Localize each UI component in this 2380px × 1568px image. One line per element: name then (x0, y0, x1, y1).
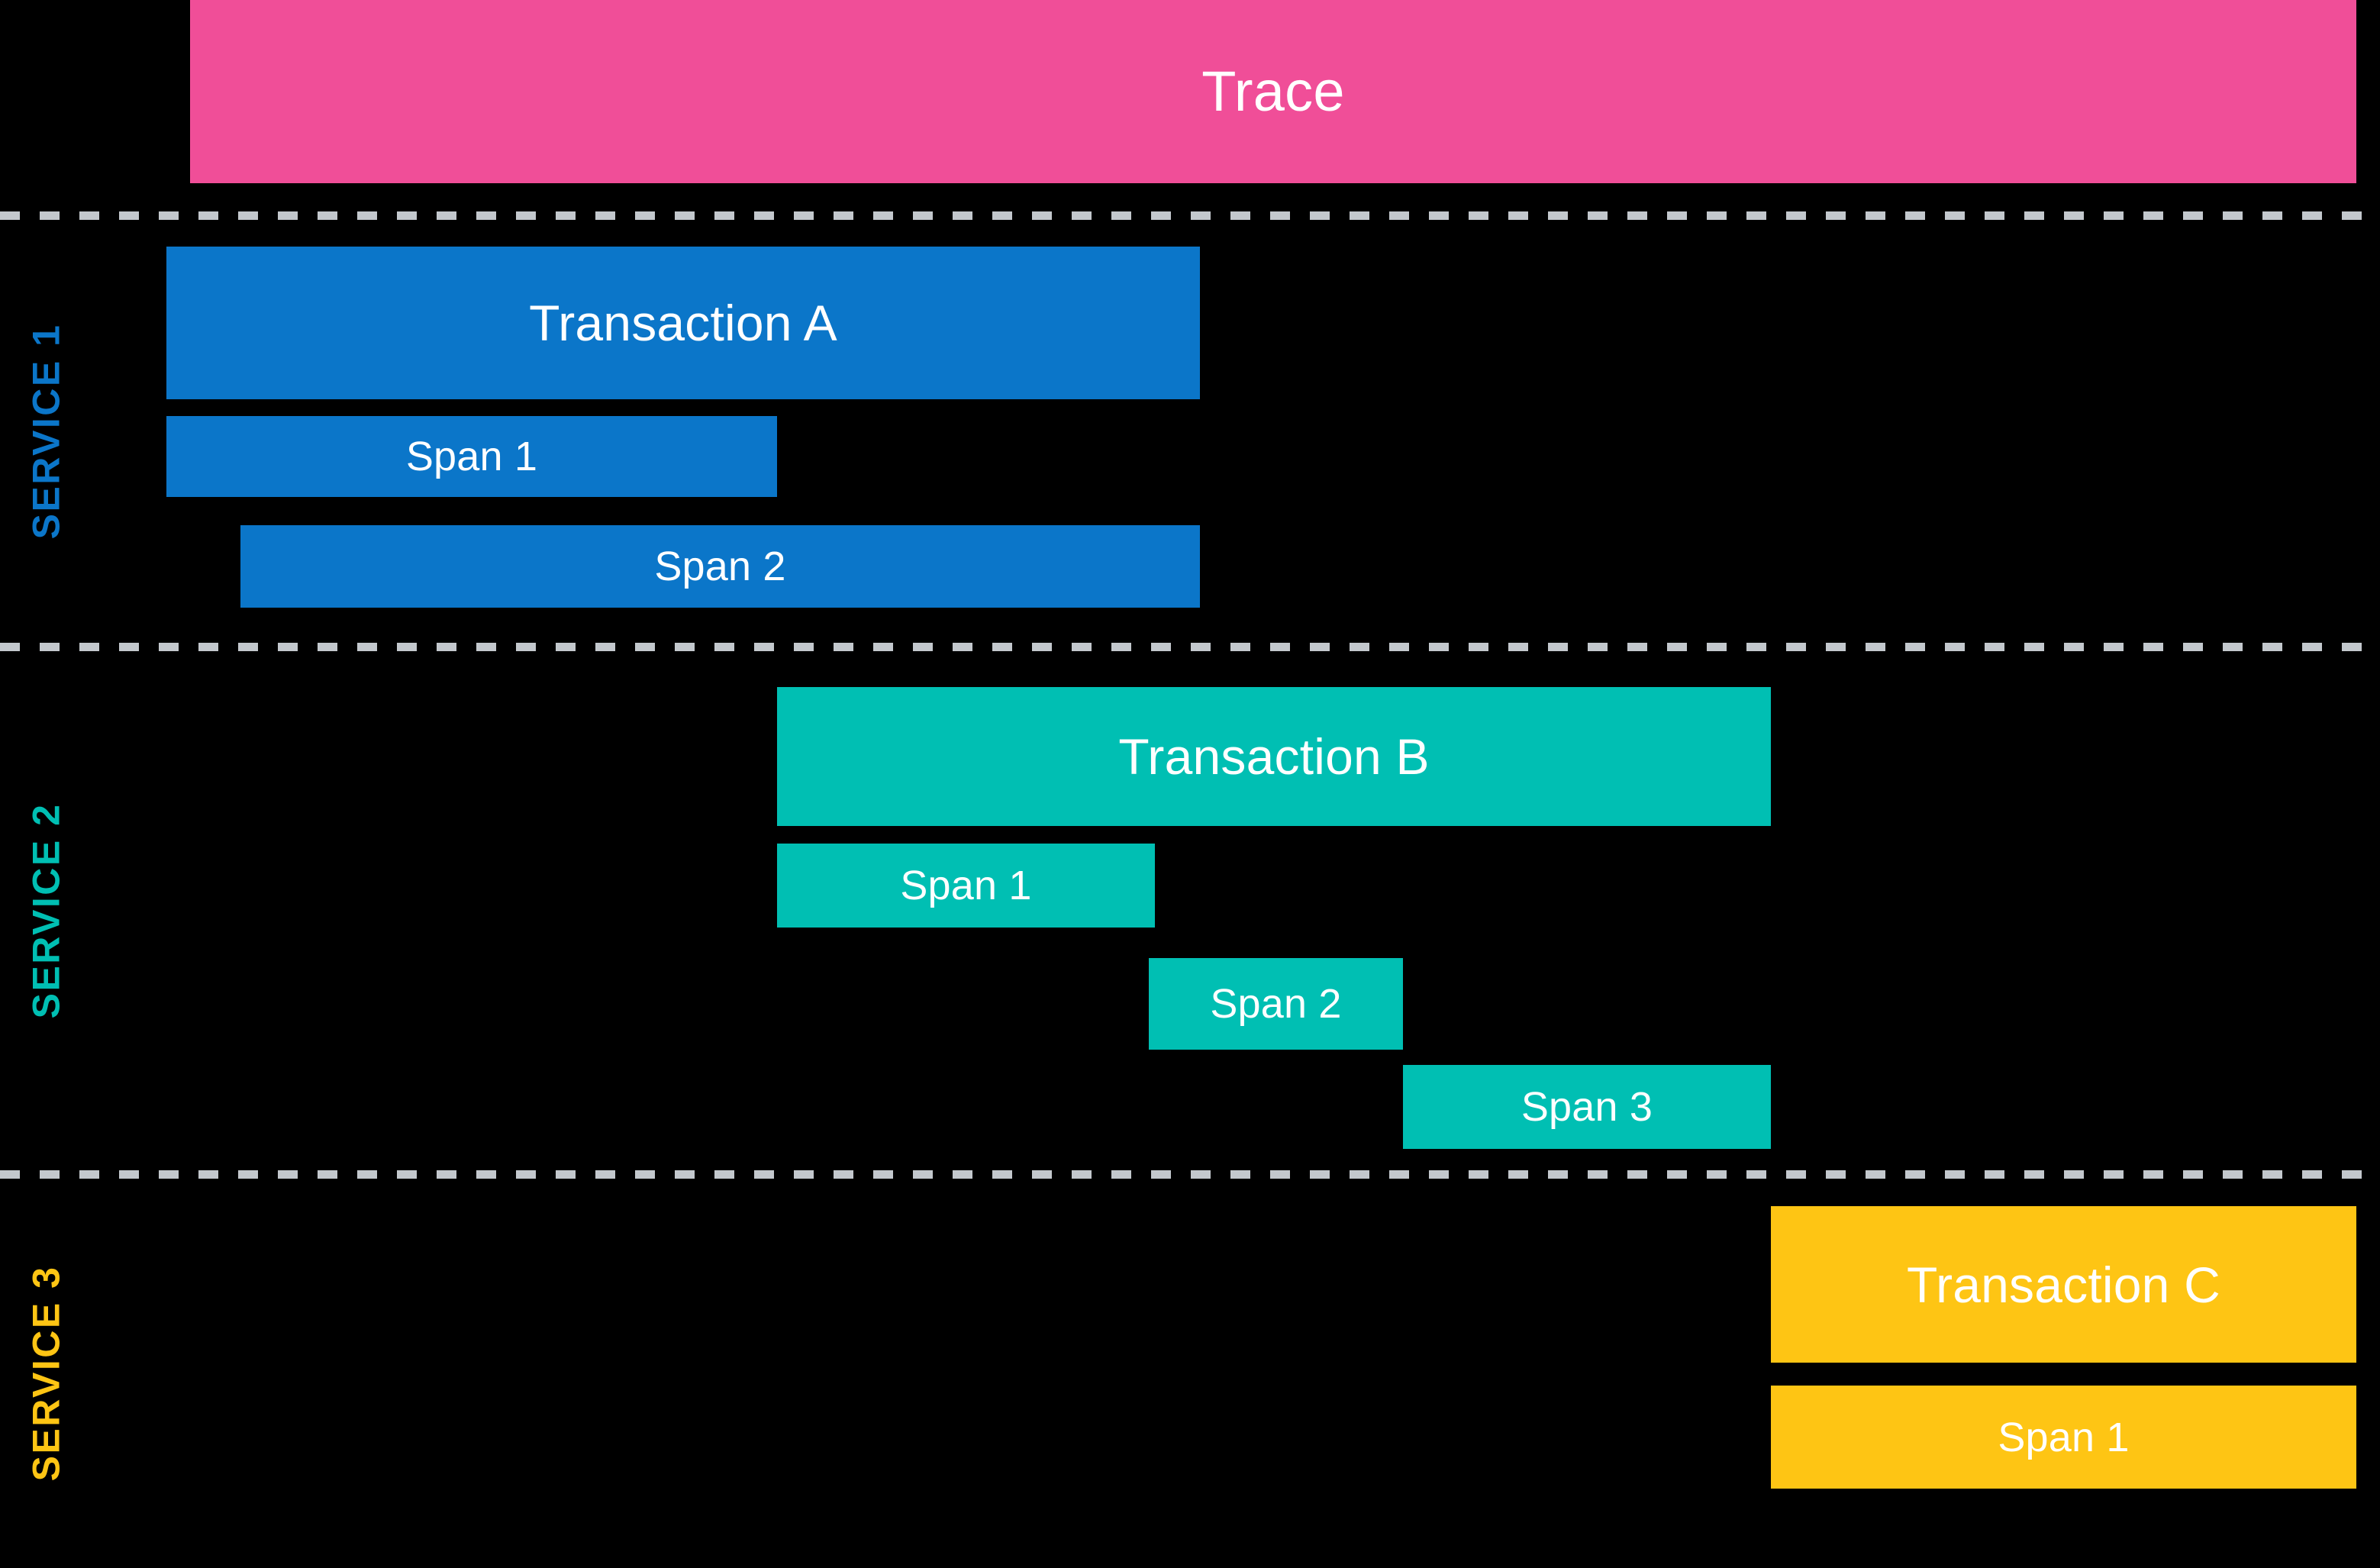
service-label-text: SERVICE 2 (24, 802, 67, 1019)
service-divider-1-2 (0, 643, 2380, 651)
service-label-text: SERVICE 3 (24, 1265, 67, 1482)
service-1-span-bar-span-2[interactable]: Span 2 (240, 525, 1200, 608)
service-label-2: SERVICE 2 (0, 651, 92, 1170)
bar-label: Span 1 (1998, 1414, 2130, 1460)
trace-bar-label: Trace (1201, 60, 1345, 123)
service-3-span-bar-span-1[interactable]: Span 1 (1771, 1386, 2356, 1489)
service-2-transaction-bar-transaction-b[interactable]: Transaction B (777, 687, 1771, 826)
bar-label: Span 2 (654, 544, 786, 589)
bar-label: Transaction B (1118, 728, 1430, 785)
bar-label: Transaction C (1907, 1256, 2220, 1313)
bar-label: Span 1 (900, 863, 1032, 908)
service-label-text: SERVICE 1 (24, 323, 67, 540)
service-2-span-bar-span-3[interactable]: Span 3 (1403, 1065, 1771, 1149)
service-2-span-bar-span-1[interactable]: Span 1 (777, 844, 1155, 928)
service-divider-2-3 (0, 1170, 2380, 1179)
service-2-span-bar-span-2[interactable]: Span 2 (1149, 958, 1403, 1050)
bar-label: Span 1 (405, 434, 538, 479)
bar-label: Span 3 (1521, 1084, 1653, 1130)
bar-label: Transaction A (529, 295, 837, 351)
trace-bar[interactable]: Trace (190, 0, 2356, 183)
bar-label: Span 2 (1210, 981, 1342, 1027)
service-label-1: SERVICE 1 (0, 220, 92, 643)
service-3-transaction-bar-transaction-c[interactable]: Transaction C (1771, 1206, 2356, 1363)
service-1-span-bar-span-1[interactable]: Span 1 (166, 416, 777, 497)
service-label-3: SERVICE 3 (0, 1179, 92, 1568)
service-divider-top (0, 211, 2380, 220)
service-1-transaction-bar-transaction-a[interactable]: Transaction A (166, 247, 1200, 399)
